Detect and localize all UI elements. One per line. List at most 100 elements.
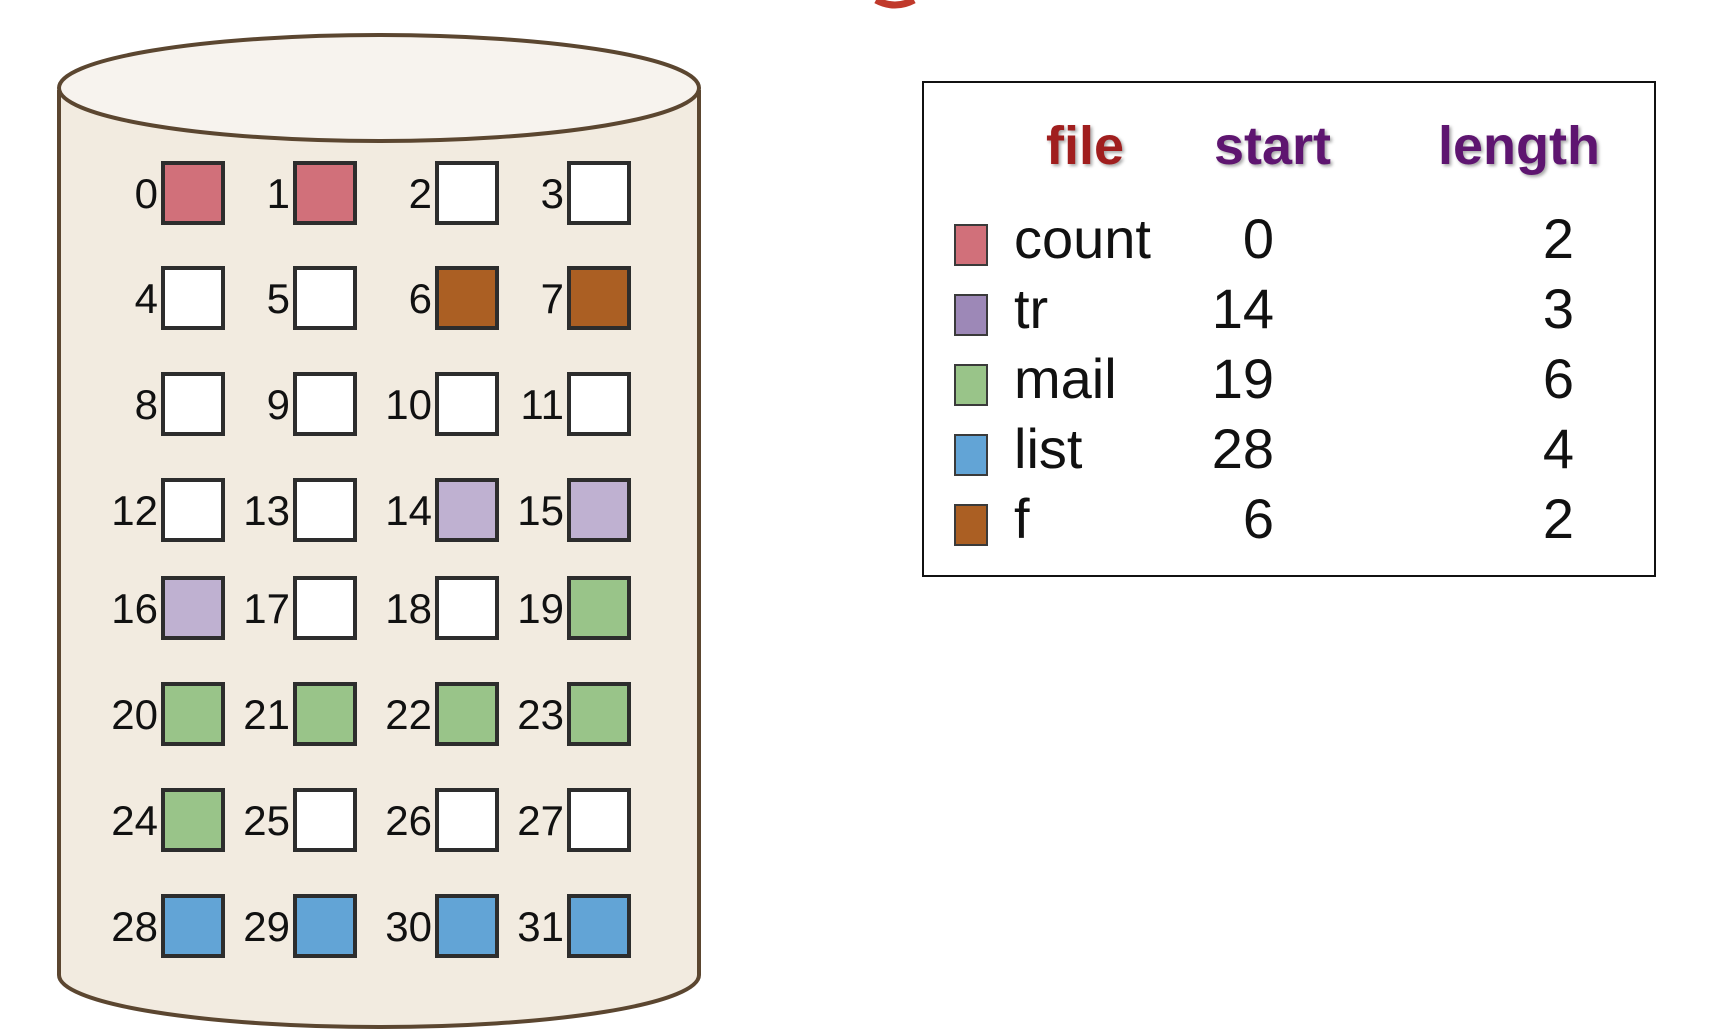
- block-square: [161, 576, 225, 640]
- block-number: 4: [135, 275, 158, 322]
- disk-body: [57, 90, 701, 1029]
- block-square: [435, 161, 499, 225]
- block-number: 2: [409, 170, 432, 217]
- disk-block: 0: [135, 161, 225, 225]
- disk-block: 26: [385, 788, 499, 852]
- block-number: 25: [243, 797, 290, 844]
- title-fragment: [874, 0, 916, 9]
- block-number: 10: [385, 381, 432, 428]
- block-number: 13: [243, 487, 290, 534]
- disk-block: 11: [520, 372, 631, 436]
- block-number: 0: [135, 170, 158, 217]
- block-number: 3: [541, 170, 564, 217]
- block-square: [435, 266, 499, 330]
- file-start: 6: [1242, 487, 1274, 550]
- block-number: 19: [517, 585, 564, 632]
- disk-block: 17: [243, 576, 357, 640]
- disk-block: 13: [243, 478, 357, 542]
- disk-block: 29: [243, 894, 357, 958]
- block-square: [293, 161, 357, 225]
- block-number: 23: [517, 691, 564, 738]
- file-name: list: [1014, 417, 1083, 480]
- disk-block: 20: [111, 682, 225, 746]
- block-number: 28: [111, 903, 158, 950]
- file-start: 14: [1211, 277, 1274, 340]
- block-number: 16: [111, 585, 158, 632]
- block-number: 22: [385, 691, 432, 738]
- disk-block: 12: [111, 478, 225, 542]
- disk-block: 2: [409, 161, 499, 225]
- file-color-swatch: [954, 224, 988, 266]
- block-square: [161, 478, 225, 542]
- file-start: 19: [1211, 347, 1274, 410]
- disk-block: 19: [517, 576, 631, 640]
- block-number: 9: [267, 381, 290, 428]
- block-square: [293, 576, 357, 640]
- table-row: f 6 2: [924, 484, 1654, 554]
- block-square: [435, 478, 499, 542]
- block-number: 21: [243, 691, 290, 738]
- block-number: 15: [517, 487, 564, 534]
- disk-block: 16: [111, 576, 225, 640]
- block-number: 31: [517, 903, 564, 950]
- disk-block: 4: [135, 266, 225, 330]
- file-allocation-table: file start length count 0 2 tr 14 3 mail…: [922, 81, 1656, 577]
- file-name: tr: [1014, 277, 1049, 340]
- file-length: 6: [1542, 347, 1574, 410]
- file-length: 4: [1542, 417, 1574, 480]
- file-color-swatch: [954, 294, 988, 336]
- disk-block: 8: [135, 372, 225, 436]
- disk-block: 31: [517, 894, 631, 958]
- block-square: [567, 894, 631, 958]
- file-length: 2: [1542, 487, 1574, 550]
- header-start: start: [1214, 116, 1332, 176]
- disk-block: 5: [267, 266, 357, 330]
- disk-block: 10: [385, 372, 499, 436]
- block-number: 20: [111, 691, 158, 738]
- block-number: 17: [243, 585, 290, 632]
- disk-block: 30: [385, 894, 499, 958]
- file-name: f: [1014, 487, 1030, 550]
- block-square: [435, 788, 499, 852]
- disk-block: 9: [267, 372, 357, 436]
- header-length: length: [1438, 116, 1600, 176]
- block-square: [567, 266, 631, 330]
- header-file: file: [1046, 116, 1125, 176]
- block-number: 14: [385, 487, 432, 534]
- block-square: [293, 372, 357, 436]
- block-square: [567, 682, 631, 746]
- file-length: 3: [1542, 277, 1574, 340]
- block-square: [161, 161, 225, 225]
- disk-block: 18: [385, 576, 499, 640]
- disk-block: 23: [517, 682, 631, 746]
- disk-block: 24: [111, 788, 225, 852]
- block-square: [161, 266, 225, 330]
- block-square: [567, 161, 631, 225]
- disk-block: 7: [541, 266, 631, 330]
- title-glyph-fragment: [874, 0, 916, 9]
- file-color-swatch: [954, 504, 988, 546]
- disk-block: 27: [517, 788, 631, 852]
- block-square: [567, 576, 631, 640]
- disk-block: 1: [267, 161, 357, 225]
- block-square: [293, 266, 357, 330]
- block-number: 5: [267, 275, 290, 322]
- file-name: mail: [1014, 347, 1117, 410]
- block-number: 6: [409, 275, 432, 322]
- disk-block: 28: [111, 894, 225, 958]
- table-row: count 0 2: [924, 204, 1654, 274]
- file-length: 2: [1542, 207, 1574, 270]
- file-start: 28: [1211, 417, 1274, 480]
- table-row: list 28 4: [924, 414, 1654, 484]
- block-square: [161, 894, 225, 958]
- file-color-swatch: [954, 434, 988, 476]
- block-square: [161, 372, 225, 436]
- block-number: 27: [517, 797, 564, 844]
- disk-block: 15: [517, 478, 631, 542]
- file-color-swatch: [954, 364, 988, 406]
- disk-block: 6: [409, 266, 499, 330]
- block-number: 7: [541, 275, 564, 322]
- disk-block: 14: [385, 478, 499, 542]
